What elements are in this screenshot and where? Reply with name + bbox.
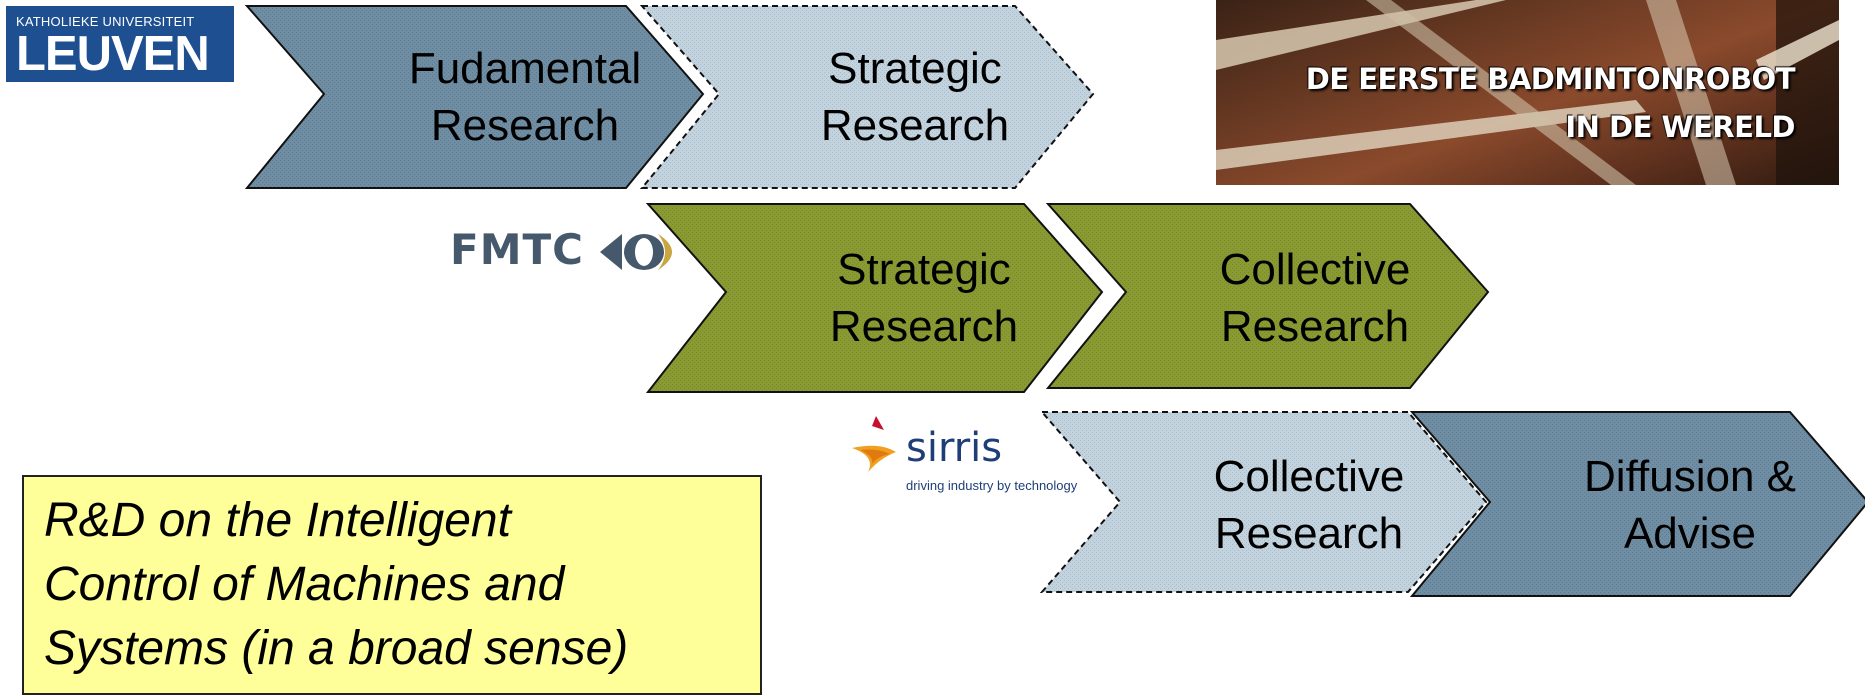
label-line2: Research xyxy=(1214,509,1404,558)
chevron-collective-research-2 xyxy=(1039,411,1488,593)
video-caption-line2: IN DE WERELD xyxy=(1565,110,1795,144)
sirris-flame-icon xyxy=(852,416,896,472)
fmtc-logo-text: FMTC xyxy=(450,225,584,274)
label-line2: Research xyxy=(829,302,1019,351)
note-box: R&D on the Intelligent Control of Machin… xyxy=(22,475,762,695)
video-background xyxy=(1216,0,1839,185)
sirris-logo-tagline: driving industry by technology xyxy=(906,478,1078,493)
label-strategic-research-1: Strategic Research xyxy=(765,38,1065,156)
label-line1: Strategic xyxy=(837,245,1011,294)
note-text: R&D on the Intelligent Control of Machin… xyxy=(44,494,629,675)
label-collective-research-2: Collective Research xyxy=(1159,446,1459,564)
video-still: DE EERSTE BADMINTONROBOT IN DE WERELD xyxy=(1216,0,1839,185)
label-line2: Research xyxy=(1220,302,1410,351)
video-caption-line1: DE EERSTE BADMINTONROBOT xyxy=(1305,62,1796,96)
label-strategic-research-2: Strategic Research xyxy=(774,239,1074,357)
kuleuven-logo-big-text: LEUVEN xyxy=(16,27,210,81)
label-collective-research-1: Collective Research xyxy=(1165,239,1465,357)
kuleuven-logo-small-text: KATHOLIEKE UNIVERSITEIT xyxy=(16,14,195,29)
chevron-diffusion-advise xyxy=(1409,411,1865,597)
label-line1: Strategic xyxy=(828,44,1002,93)
label-fundamental-research: Fudamental Research xyxy=(375,38,675,156)
fmtc-eye-icon xyxy=(600,234,672,270)
fmtc-logo: FMTC xyxy=(450,222,690,278)
label-line1: Collective xyxy=(1213,452,1405,501)
chevron-fundamental-research xyxy=(244,5,705,189)
chevron-strategic-research-2 xyxy=(645,203,1104,393)
label-line2: Research xyxy=(820,101,1010,150)
chevron-strategic-research-1 xyxy=(639,5,1095,189)
process-diagram xyxy=(244,5,1865,597)
label-line1: Fudamental xyxy=(408,44,642,93)
label-line2: Advise xyxy=(1623,509,1757,558)
label-line1: Diffusion & xyxy=(1584,452,1796,501)
sirris-logo: sirris driving industry by technology xyxy=(850,412,1110,502)
video-caption: DE EERSTE BADMINTONROBOT IN DE WERELD xyxy=(1235,55,1796,151)
chevron-collective-research-1 xyxy=(1045,203,1490,389)
label-line1: Collective xyxy=(1219,245,1411,294)
label-diffusion-advise: Diffusion & Advise xyxy=(1540,446,1840,564)
label-line2: Research xyxy=(430,101,620,150)
kuleuven-logo: KATHOLIEKE UNIVERSITEIT LEUVEN xyxy=(6,6,234,82)
sirris-logo-name: sirris xyxy=(906,425,1003,471)
